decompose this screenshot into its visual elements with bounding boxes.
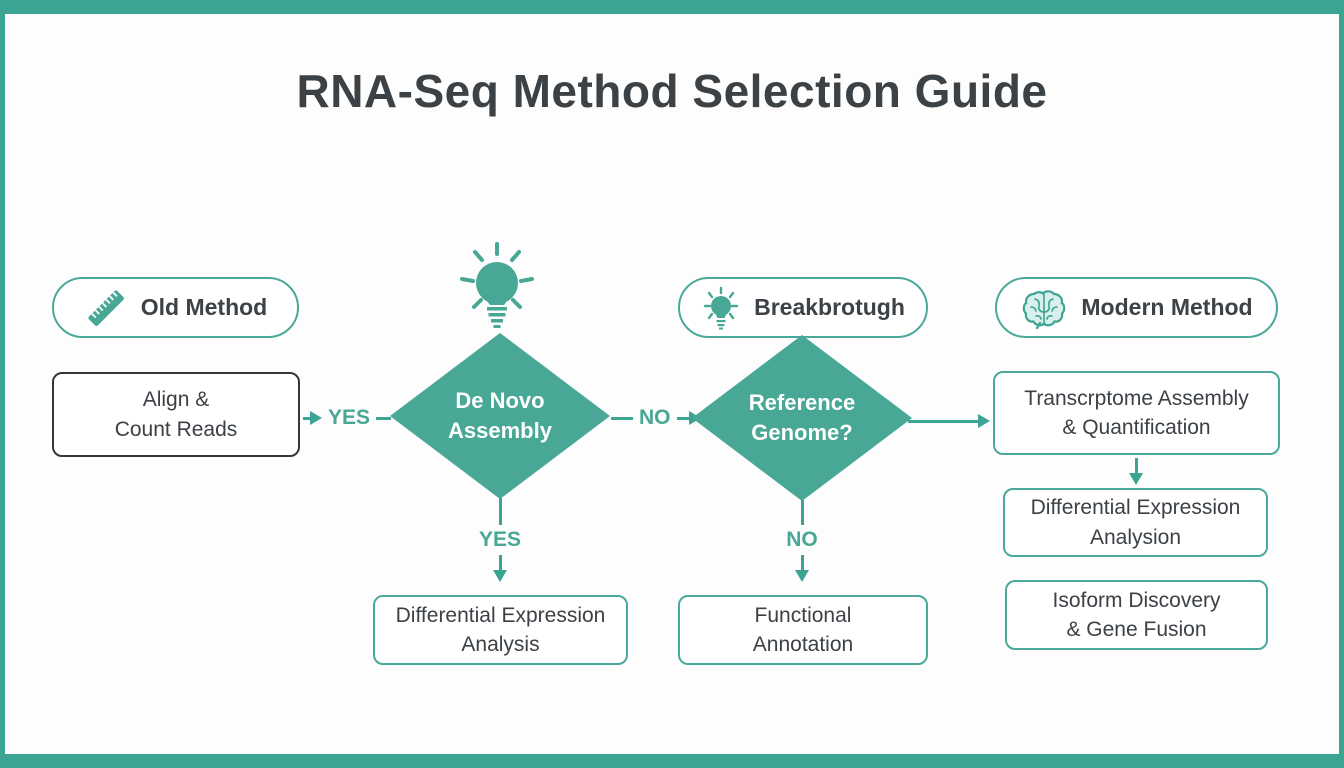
badge-modern-method: Modern Method — [995, 277, 1278, 338]
node-transcriptome-line2: & Quantification — [1062, 416, 1211, 439]
node-isoform-line1: Isoform Discovery — [1052, 588, 1221, 612]
connector-no-vertical: NO — [762, 500, 842, 582]
arrow-down-icon — [1129, 473, 1143, 485]
connector-to-transcriptome — [908, 407, 990, 435]
badge-old-method-label: Old Method — [140, 294, 268, 320]
decision-denovo-line2: Assembly — [448, 418, 552, 443]
decision-reference-genome: Reference Genome? — [692, 335, 912, 501]
connector-right-column — [1126, 458, 1146, 485]
label-no-horizontal: NO — [639, 406, 671, 429]
node-diff-bottom-line2: Analysis — [461, 633, 540, 656]
line-segment — [800, 555, 804, 570]
node-diff-right-line2: Analysion — [1089, 525, 1182, 549]
decision-de-novo-assembly: De Novo Assembly — [390, 333, 610, 499]
badge-breakthrough: Breakbrotugh — [678, 277, 928, 338]
frame-bottom-bar — [0, 754, 1344, 768]
arrow-down-icon — [795, 570, 809, 582]
line-segment — [1134, 458, 1138, 473]
brain-icon — [1023, 289, 1066, 329]
line-segment — [676, 416, 689, 420]
lightbulb-large-icon — [447, 241, 547, 335]
page-title: RNA-Seq Method Selection Guide — [296, 65, 1048, 117]
decision-refgenome-line2: Genome? — [751, 420, 853, 445]
connector-no-horizontal: NO — [611, 404, 701, 432]
line-segment — [376, 416, 392, 420]
node-differential-expression-analysion: Differential Expression Analysion — [1003, 488, 1268, 557]
node-diff-right-line1: Differential Expression — [1030, 496, 1241, 520]
frame-left-bar — [0, 0, 5, 768]
label-no-vertical: NO — [786, 528, 818, 551]
node-isoform-discovery: Isoform Discovery & Gene Fusion — [1005, 580, 1268, 650]
line-segment — [908, 419, 978, 423]
badge-modern-method-label: Modern Method — [1081, 294, 1253, 320]
lightbulb-icon — [703, 286, 739, 329]
node-differential-expression-analysis: Differential Expression Analysis — [373, 595, 628, 665]
node-functional-annotation: Functional Annotation — [678, 595, 928, 665]
connector-yes-horizontal: YES — [303, 404, 392, 432]
node-align-line1: Align & — [142, 388, 210, 412]
arrow-right-icon — [978, 414, 990, 428]
node-functional-line1: Functional — [754, 603, 852, 627]
line-segment — [800, 500, 804, 525]
node-align-line2: Count Reads — [114, 417, 238, 441]
node-diff-bottom-line1: Differential Expression — [395, 603, 606, 627]
line-segment — [498, 555, 502, 570]
badge-old-method: Old Method — [52, 277, 299, 338]
label-yes-horizontal: YES — [328, 406, 371, 429]
node-transcriptome-line1: Transcrptome Assembly — [1024, 386, 1249, 410]
node-transcriptome-assembly: Transcrptome Assembly & Quantification — [993, 371, 1280, 455]
arrow-down-icon — [493, 570, 507, 582]
connector-yes-vertical: YES — [460, 498, 540, 582]
decision-refgenome-line1: Reference — [748, 390, 856, 416]
node-functional-line2: Annotation — [752, 633, 854, 656]
arrow-right-icon — [310, 411, 322, 425]
ruler-icon — [88, 289, 124, 326]
frame-top-bar — [0, 0, 1344, 14]
badge-breakthrough-label: Breakbrotugh — [754, 294, 905, 320]
label-yes-vertical: YES — [478, 528, 522, 551]
line-segment — [303, 416, 310, 420]
node-align-count-reads: Align & Count Reads — [52, 372, 300, 457]
frame-right-bar — [1339, 0, 1344, 768]
line-segment — [498, 498, 502, 525]
line-segment — [611, 416, 633, 420]
node-isoform-line2: & Gene Fusion — [1066, 618, 1207, 641]
decision-denovo-line1: De Novo — [455, 388, 545, 414]
